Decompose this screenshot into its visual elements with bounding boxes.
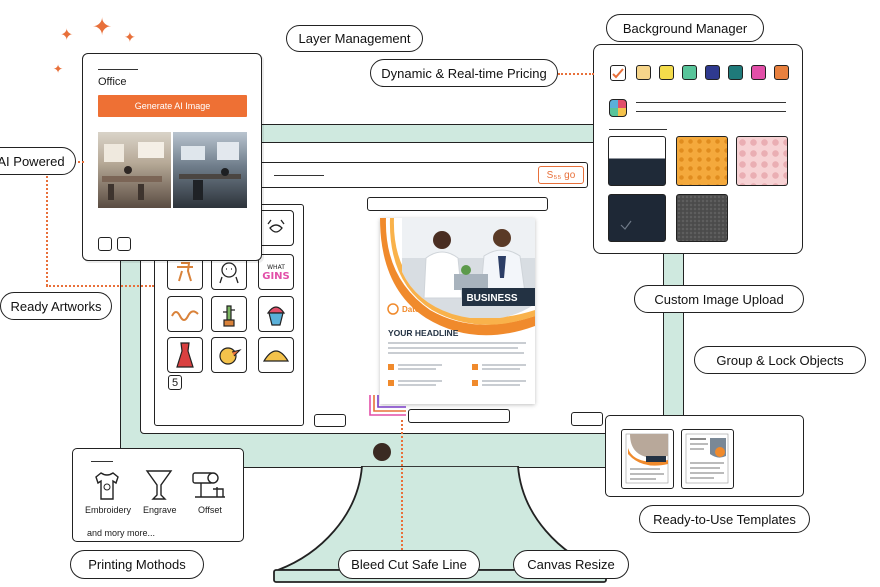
method-embroidery: Embroidery (85, 505, 132, 515)
connector-bleed (401, 420, 403, 550)
artwork-cupcake[interactable] (258, 296, 294, 332)
label-printing-methods: Printing Mothods (70, 550, 204, 579)
template-thumb-1[interactable] (621, 429, 674, 489)
sparkle-icon: ✦ (53, 62, 64, 76)
offset-press-icon (191, 467, 231, 508)
label-layer-management: Layer Management (286, 25, 423, 52)
bg-tile-orange-dots[interactable] (676, 136, 728, 186)
toolbar-line (274, 175, 324, 177)
swatch-navy[interactable] (705, 65, 720, 80)
swatch-selected[interactable] (610, 65, 626, 81)
ai-thumb-box-1[interactable] (98, 237, 112, 251)
swatch-teal[interactable] (728, 65, 743, 80)
sparkle-icon: ✦ (92, 13, 113, 41)
page-number-text: 5 (171, 376, 179, 389)
price-go-button[interactable]: S₅₅ go (538, 166, 584, 184)
label-custom-image-upload: Custom Image Upload (634, 285, 804, 313)
canvas-bottom-bar[interactable] (408, 409, 510, 423)
flyer-graphic: BUSINESS Date YOUR HEADLINE (380, 218, 535, 386)
templates-card (605, 415, 804, 497)
method-offset: Offset (198, 505, 222, 515)
connector-artworks-v (46, 176, 48, 286)
label-bleed-line: Bleed Cut Safe Line (338, 550, 480, 579)
printing-card-line (91, 461, 113, 463)
flyer-date: Date (402, 305, 420, 314)
artwork-dress[interactable] (167, 337, 203, 373)
template-thumb-2[interactable] (681, 429, 734, 489)
label-group-lock: Group & Lock Objects (694, 346, 866, 374)
svg-text:GINS: GINS (262, 271, 290, 282)
bg-tile-gray-texture[interactable] (676, 194, 728, 242)
bg-tile-dark-navy[interactable] (608, 194, 666, 242)
flyer-banner: BUSINESS (466, 293, 517, 304)
artwork-cactus[interactable] (211, 296, 247, 332)
artwork-toucan[interactable] (211, 337, 247, 373)
connector-pricing (558, 73, 594, 75)
label-background-manager: Background Manager (606, 14, 764, 42)
canvas-zoom-button[interactable] (314, 414, 346, 427)
bleed-corner-mark (369, 395, 406, 416)
color-picker-icon[interactable] (609, 99, 627, 117)
ai-card-line (98, 69, 138, 71)
ai-image-card: Office Generate AI Image (82, 53, 262, 261)
swatch-pink[interactable] (751, 65, 766, 80)
artwork-lettering[interactable] (167, 296, 203, 332)
artwork-crab[interactable] (258, 210, 294, 246)
artwork-taco[interactable] (258, 337, 294, 373)
swatch-orange[interactable] (774, 65, 789, 80)
label-ready-artworks: Ready Artworks (0, 292, 112, 320)
generate-ai-image-label: Generate AI Image (134, 101, 211, 111)
label-ready-templates: Ready-to-Use Templates (639, 505, 810, 533)
ai-category-label: Office (98, 76, 127, 88)
bg-section-line (609, 129, 667, 131)
engrave-icon (145, 467, 173, 508)
sparkle-icon: ✦ (60, 25, 74, 44)
swatch-peach[interactable] (636, 65, 651, 80)
ai-thumb-box-2[interactable] (117, 237, 131, 251)
swatch-yellow[interactable] (659, 65, 674, 80)
printing-methods-card: Embroidery Engrave Offset and mory more.… (72, 448, 244, 542)
background-manager-card (593, 44, 803, 254)
connector-ai (74, 161, 84, 163)
swatch-green[interactable] (682, 65, 697, 80)
methods-more: and mory more... (87, 528, 156, 538)
label-dynamic-pricing: Dynamic & Real-time Pricing (370, 59, 558, 87)
label-ai-powered: AI Powered (0, 147, 76, 175)
bg-tile-dark-white[interactable] (608, 136, 666, 186)
generate-ai-image-button[interactable]: Generate AI Image (98, 95, 247, 117)
sparkle-icon: ✦ (124, 30, 136, 46)
flyer-headline: YOUR HEADLINE (388, 328, 459, 338)
canvas-nav-button[interactable] (571, 412, 603, 426)
svg-text:WHAT: WHAT (267, 264, 285, 271)
bg-option-line-2 (636, 111, 786, 113)
tshirt-icon (92, 469, 122, 508)
connector-artworks-h (46, 285, 154, 287)
canvas-top-bar (367, 197, 548, 211)
flyer-canvas[interactable]: BUSINESS Date YOUR HEADLINE (380, 218, 535, 404)
ai-result-image-1[interactable] (98, 132, 171, 208)
bg-option-line-1 (636, 102, 786, 104)
label-canvas-resize: Canvas Resize (513, 550, 629, 579)
ai-result-image-2[interactable] (173, 132, 247, 208)
method-engrave: Engrave (143, 505, 177, 515)
artwork-page-number[interactable]: 5 (168, 375, 182, 390)
bg-tile-pink-dots[interactable] (736, 136, 788, 186)
camera-dot (373, 443, 391, 461)
price-go-label: S₅₅ go (546, 169, 576, 181)
